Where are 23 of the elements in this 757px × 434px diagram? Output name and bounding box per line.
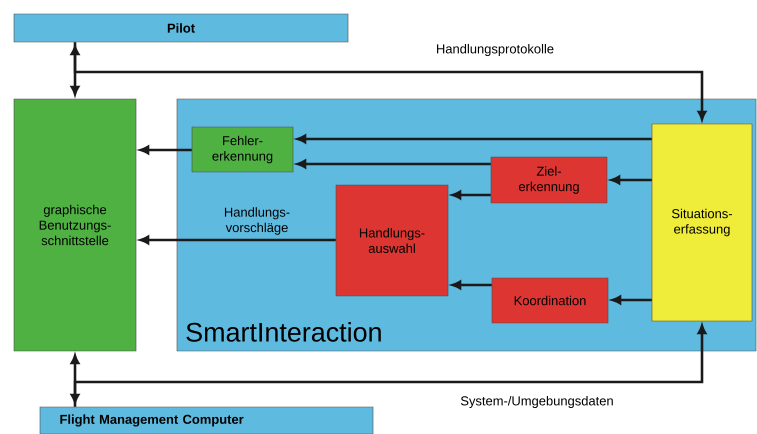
arrow	[296, 160, 491, 168]
arrow	[70, 354, 80, 404]
arrow	[74, 324, 706, 407]
module-box: Ziel- erkennung	[490, 156, 608, 204]
module-box: Situations- erfassung	[652, 124, 752, 322]
module-box: Handlungs- auswahl	[336, 184, 448, 296]
computer-bar: Flight Management Computer	[40, 406, 374, 434]
edge-label: System-/Umgebungsdaten	[460, 396, 613, 408]
arrow	[612, 296, 652, 304]
arrow	[296, 134, 652, 144]
module-box: Koordination	[492, 278, 608, 324]
pilot-bar: Pilot	[14, 14, 348, 42]
arrow	[140, 146, 192, 154]
interface-box: graphische Benutzungs- schnittstelle	[14, 98, 136, 352]
edge-label: Handlungsprotokolle	[437, 44, 554, 56]
arrow	[74, 42, 706, 120]
arrow	[140, 236, 336, 244]
arrow	[452, 280, 492, 290]
arrow	[610, 176, 652, 184]
edge-label: Handlungs- vorschläge	[224, 207, 290, 235]
arrow	[70, 46, 80, 96]
module-box: Fehler- erkennung	[192, 126, 294, 172]
arrow	[452, 190, 491, 200]
